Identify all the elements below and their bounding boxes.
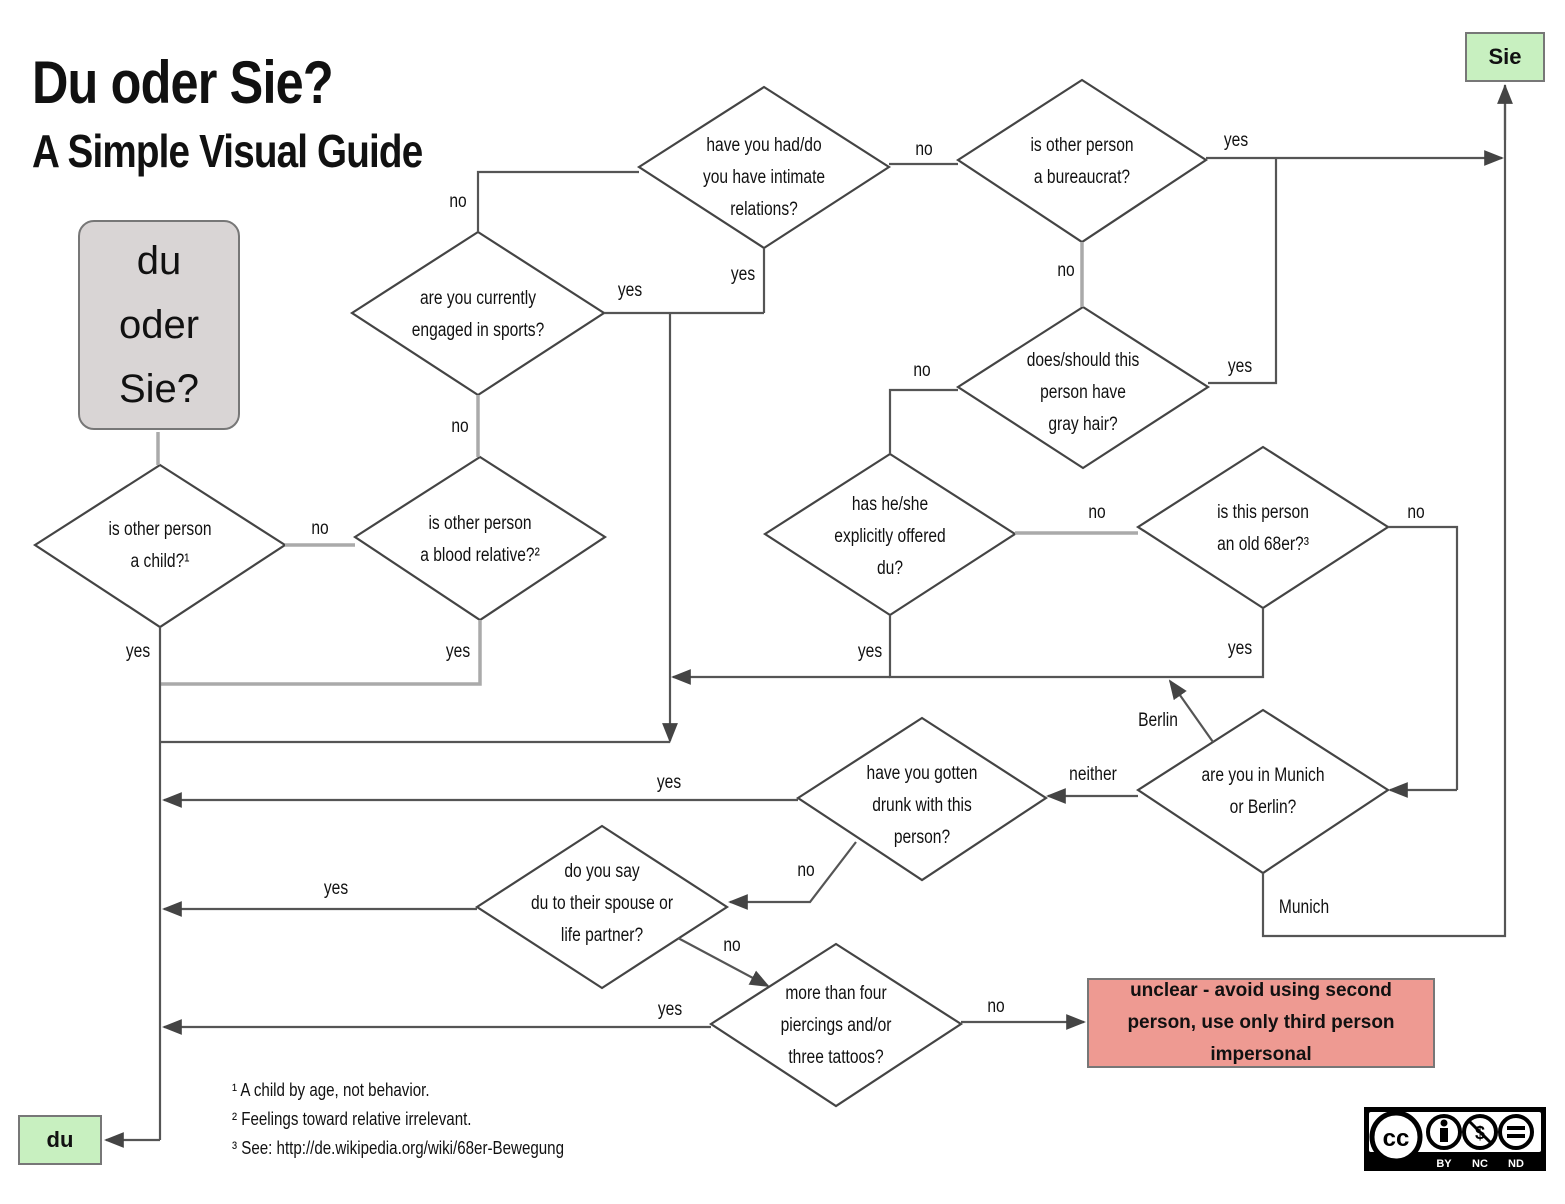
page-subtitle: A Simple Visual Guide [32,125,423,177]
line-city-berlin-arrow [1168,679,1214,743]
diamond-spouse [474,824,730,990]
diamond-intimate [636,85,892,250]
line-grayhair-yes [1208,158,1278,385]
cc-icon: cc [1369,1110,1423,1164]
edge-bureaucrat-yes: yes [1223,130,1249,151]
question-sixtyeighter: is this person an old 68er?³ [1217,502,1309,555]
terminal-unclear: unclear - avoid using second person, use… [1087,978,1435,1068]
edge-intimate-no: no [915,139,933,160]
edge-drunk-yes: yes [656,772,682,793]
edge-blood-yes: yes [445,641,471,662]
cc-license-badge: cc $ BY NC ND [1364,1107,1546,1171]
edge-grayhair-yes: yes [1227,356,1253,377]
line-spouse-no-arrow [677,937,770,987]
question-city: are you in Munich or Berlin? [1201,765,1325,818]
terminal-sie: Sie [1465,32,1545,82]
edge-city-neither: neither [1069,764,1117,785]
edge-city-berlin: Berlin [1138,710,1178,731]
nc-icon: $ [1462,1114,1498,1150]
terminal-du: du [18,1115,102,1165]
question-intimate: have you had/do you have intimate relati… [702,135,826,220]
edge-intimate-yes: yes [730,264,756,285]
edge-offered-yes: yes [857,641,883,662]
edge-drunk-no: no [797,860,815,881]
edge-sports-yes: yes [617,280,643,301]
line-sixtyeighter-no [1388,525,1459,790]
question-piercings: more than four piercings and/or three ta… [780,983,892,1068]
edge-child-no: no [311,518,329,539]
edge-piercings-no: no [987,996,1005,1017]
nc-label: NC [1472,1158,1488,1170]
diamond-piercings [708,942,964,1108]
edge-child-yes: yes [125,641,151,662]
question-bureaucrat: is other person a bureaucrat? [1030,135,1134,188]
diamond-city [1135,708,1391,875]
edge-bureaucrat-no: no [1057,260,1075,281]
line-sports-no [476,170,639,232]
question-sports: are you currently engaged in sports? [411,288,545,341]
question-grayhair: does/should this person have gray hair? [1026,350,1140,435]
nd-label: ND [1508,1158,1524,1170]
edge-sixtyeighter-yes: yes [1227,638,1253,659]
diamond-blood [352,455,608,622]
nd-icon [1498,1114,1534,1150]
question-offered: has he/she explicitly offered du? [834,494,946,579]
svg-text:cc: cc [1383,1125,1410,1152]
footnotes: ¹ A child by age, not behavior. ² Feelin… [232,1076,564,1163]
line-drunk-no-arrow [728,841,857,910]
diamond-drunk [795,716,1049,882]
question-blood: is other person a blood relative?² [420,513,540,566]
edge-blood-no: no [451,416,469,437]
start-box: du oder Sie? [78,220,240,430]
question-child: is other person a child?¹ [108,519,212,572]
edge-sixtyeighter-no: no [1407,502,1425,523]
diamond-bureaucrat [955,78,1209,244]
footnote-2: ² Feelings toward relative irrelevant. [232,1109,472,1129]
edge-sports-no: no [449,191,467,212]
diamond-grayhair [955,305,1211,470]
edge-spouse-yes: yes [323,878,349,899]
by-icon [1426,1114,1462,1150]
footnote-1: ¹ A child by age, not behavior. [232,1080,430,1100]
line-blood-yes [160,620,482,686]
footnote-3: ³ See: http://de.wikipedia.org/wiki/68er… [232,1138,564,1158]
by-label: BY [1436,1158,1452,1170]
line-grayhair-no [888,388,958,454]
question-drunk: have you gotten drunk with this person? [866,763,978,848]
page-title: Du oder Sie? [32,49,334,116]
edge-spouse-no: no [723,935,741,956]
question-spouse: do you say du to their spouse or life pa… [530,861,674,946]
line-city-munich [1261,85,1507,938]
edge-offered-no: no [1088,502,1106,523]
edge-grayhair-no: no [913,360,931,381]
line-offered-yes [888,608,1265,679]
edge-city-munich: Munich [1278,897,1330,918]
edge-piercings-yes: yes [657,999,683,1020]
